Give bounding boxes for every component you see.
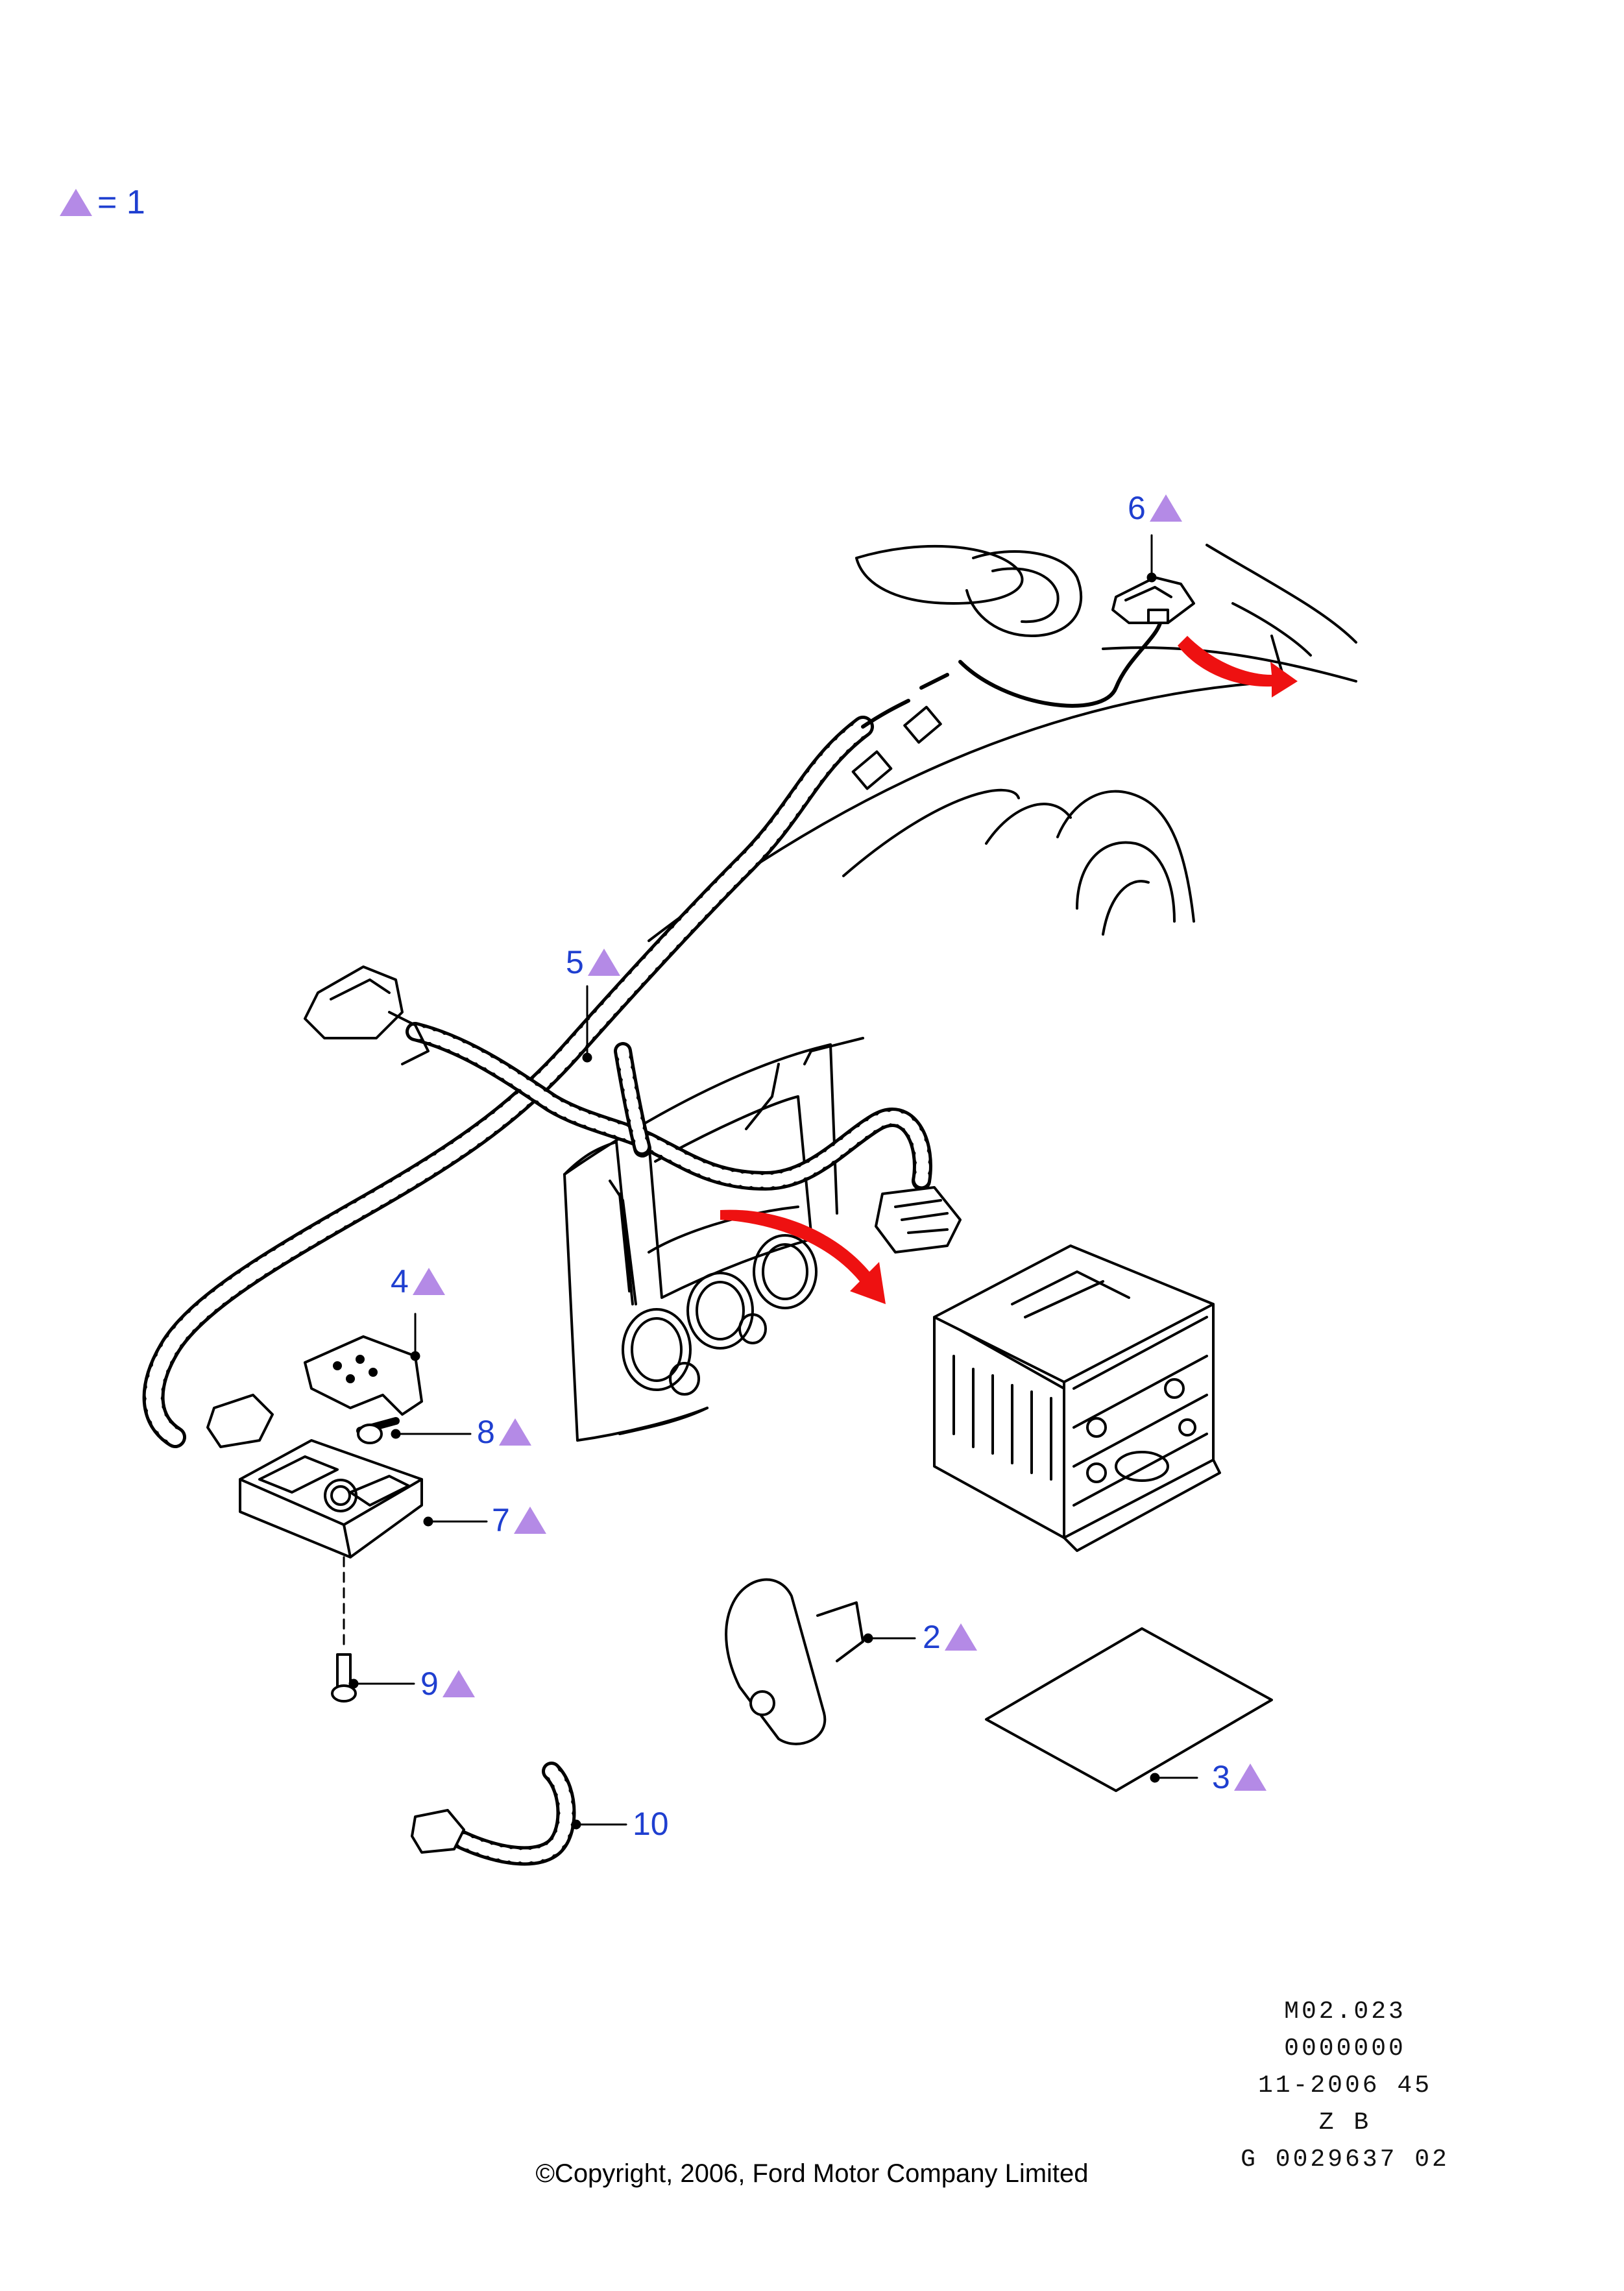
purple-triangle-icon [498,1418,531,1446]
legend: = 1 [60,183,145,222]
vehicle-windshield-outline [648,544,1357,942]
callout-label: 9 [420,1666,439,1702]
callout-label: 3 [1212,1759,1230,1795]
callout-label: 8 [477,1414,495,1450]
callout-8: 8 [477,1416,531,1448]
callout-9: 9 [420,1667,475,1700]
wiring-harness [142,614,1163,1448]
purple-triangle-icon [412,1268,445,1295]
purple-triangle-icon [513,1507,546,1534]
purple-triangle-icon [1149,494,1182,522]
reference-line-4: Z B [1318,2109,1372,2137]
item-9-screw [331,1556,357,1703]
callout-5: 5 [566,946,620,978]
callout-6: 6 [1128,492,1182,524]
callout-label: 6 [1128,490,1146,526]
purple-triangle-icon [587,949,620,976]
purple-triangle-icon [60,189,92,216]
purple-triangle-icon [1233,1764,1266,1791]
reference-line-3: 11-2006 45 [1257,2072,1433,2100]
reference-line-5: G 0029637 02 [1241,2146,1449,2174]
reference-line-2: 0000000 [1284,2035,1406,2063]
callout-10: 10 [633,1808,669,1840]
item-3-sheet [985,1627,1273,1792]
reference-line-1: M02.023 [1284,1998,1406,2026]
legend-text: = 1 [97,184,145,221]
callout-label: 10 [633,1806,669,1842]
callout-label: 7 [492,1502,510,1538]
item-8-bolt [356,1417,400,1444]
item-7-module [239,1439,423,1558]
item-4-bracket [304,1335,423,1416]
callout-7: 7 [492,1504,546,1536]
radio-cd-unit [933,1244,1221,1552]
callout-4: 4 [391,1265,445,1298]
item-2-mirror [725,1578,864,1745]
item-6-sensor [1111,576,1195,624]
purple-triangle-icon [944,1623,977,1651]
drawing-reference-block: M02.023 0000000 11-2006 45 Z B G 0029637… [1215,1993,1475,2178]
callout-label: 5 [566,944,584,980]
red-direction-arrows [720,636,1298,1304]
callout-label: 4 [391,1263,409,1300]
copyright-notice: ©Copyright, 2006, Ford Motor Company Lim… [535,2159,1089,2188]
callout-2: 2 [923,1621,977,1653]
item-10-cable [411,1762,576,1866]
callout-leaders [348,534,1198,1830]
callout-3: 3 [1212,1761,1266,1793]
callout-label: 2 [923,1619,941,1655]
purple-triangle-icon [442,1670,475,1697]
